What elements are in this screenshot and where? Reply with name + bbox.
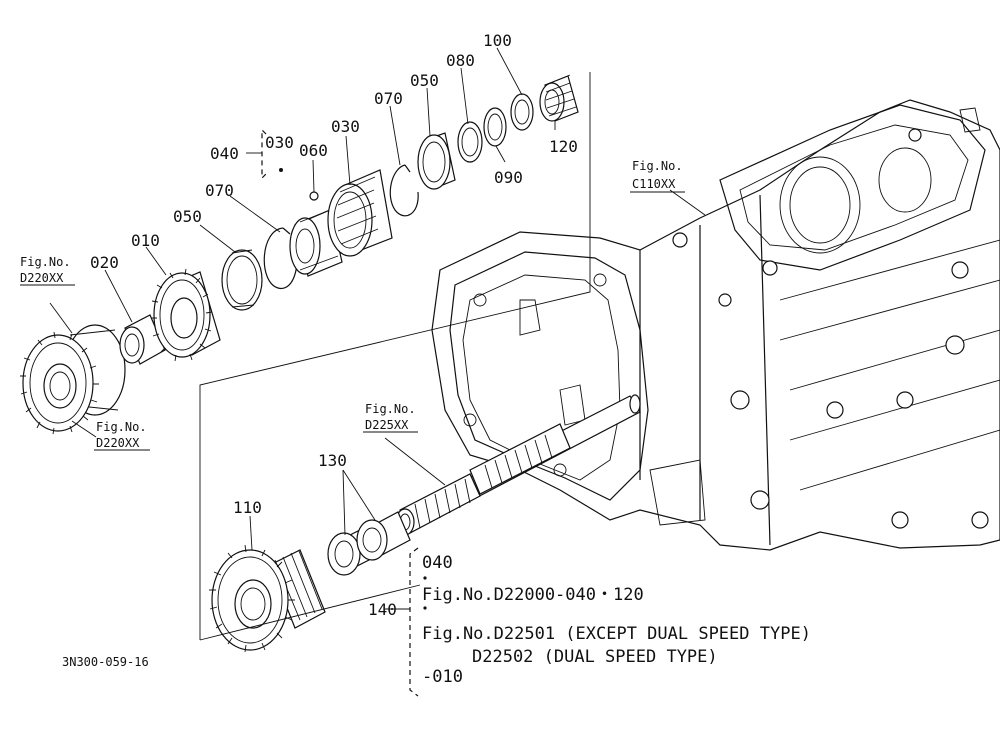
ring-050-right-drawing (417, 132, 456, 190)
note-140-line1: 040 (422, 553, 453, 573)
note-140-line5: -010 (422, 667, 463, 687)
transmission-case-drawing (431, 99, 1000, 551)
callout-080: 080 (446, 51, 475, 70)
drawing-code: 3N300-059-16 (62, 655, 149, 669)
fig-ref-d225-code: D225XX (365, 418, 409, 432)
callout-060: 060 (299, 141, 328, 160)
callout-010: 010 (131, 231, 160, 250)
gear-cluster-d220-drawing (20, 324, 126, 435)
group-040-bracket (261, 128, 267, 180)
assembly-boundary-bottom (199, 584, 421, 641)
small-parts-drawing (457, 74, 579, 163)
note-140-bracket (409, 547, 419, 697)
callout-050-left: 050 (173, 207, 202, 226)
callout-090: 090 (494, 168, 523, 187)
callout-040: 040 (210, 144, 239, 163)
assembly-boundary-line (199, 72, 591, 640)
callout-030-top: 030 (331, 117, 360, 136)
callout-050-top: 050 (410, 71, 439, 90)
fig-ref-c110-label: Fig.No. (632, 159, 683, 173)
callout-020: 020 (90, 253, 119, 272)
gear-010-drawing (151, 268, 221, 362)
ring-050-left-drawing (221, 249, 263, 311)
bearing-130-drawing (327, 511, 411, 576)
callout-140: 140 (368, 600, 397, 619)
callout-110: 110 (233, 498, 262, 517)
fig-ref-c110-code: C110XX (632, 177, 676, 191)
callout-100: 100 (483, 31, 512, 50)
fig-ref-d225-label: Fig.No. (365, 402, 416, 416)
fig-ref-d220-top-code: D220XX (20, 271, 64, 285)
sleeve-030-drawing (327, 169, 393, 257)
note-140-line2: Fig.No.D22000-040・120 (422, 585, 644, 605)
callout-070-top: 070 (374, 89, 403, 108)
gear-110-drawing (209, 544, 326, 653)
callout-130: 130 (318, 451, 347, 470)
leader-lines (20, 47, 706, 610)
note-dot-1 (423, 576, 427, 580)
fig-ref-d220-bottom-label: Fig.No. (96, 420, 147, 434)
note-140-line4: D22502 (DUAL SPEED TYPE) (472, 647, 718, 667)
group-030-dot (279, 168, 283, 172)
callout-070-left: 070 (205, 181, 234, 200)
callout-120: 120 (549, 137, 578, 156)
circlip-070-right-drawing (389, 164, 419, 217)
note-dot-2 (423, 606, 427, 610)
fig-ref-d220-bottom-code: D220XX (96, 436, 140, 450)
main-shaft-drawing (394, 394, 641, 536)
fig-ref-d220-top-label: Fig.No. (20, 255, 71, 269)
callout-030-group: 030 (265, 133, 294, 152)
note-140-line3: Fig.No.D22501 (EXCEPT DUAL SPEED TYPE) (422, 624, 811, 644)
